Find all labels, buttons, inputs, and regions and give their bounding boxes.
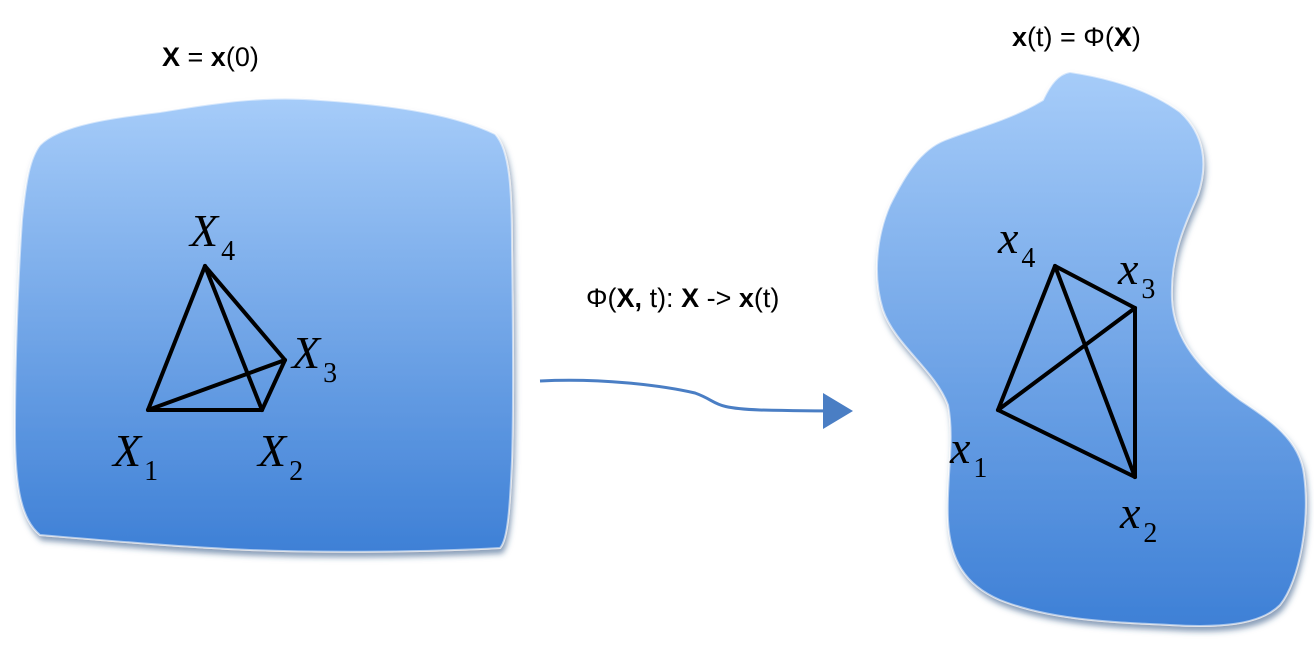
edge-x1-x2 [996, 408, 1137, 479]
edge-x1-x3 [996, 306, 1137, 412]
current-tetrahedron [996, 264, 1137, 479]
edge-x1-x4 [996, 264, 1057, 412]
edge-x1-x4 [146, 264, 207, 412]
edge-x1-x3 [146, 358, 287, 412]
edge-x4-x3 [203, 264, 287, 362]
edge-x2-x3 [260, 358, 287, 412]
reference-tetrahedron [146, 264, 287, 412]
mapping-arrow [539, 378, 853, 429]
current-body-shape [875, 70, 1307, 627]
edge-x4-x2 [203, 264, 264, 412]
current-title: x(t) = Φ(X) [1012, 22, 1141, 52]
edge-x4-x3 [1053, 264, 1137, 310]
mapping-label: Φ(X, t): X -> x(t) [586, 283, 780, 313]
reference-body-shape [13, 97, 515, 553]
reference-title: X = x(0) [162, 42, 259, 72]
edge-x4-x2 [1053, 264, 1137, 479]
